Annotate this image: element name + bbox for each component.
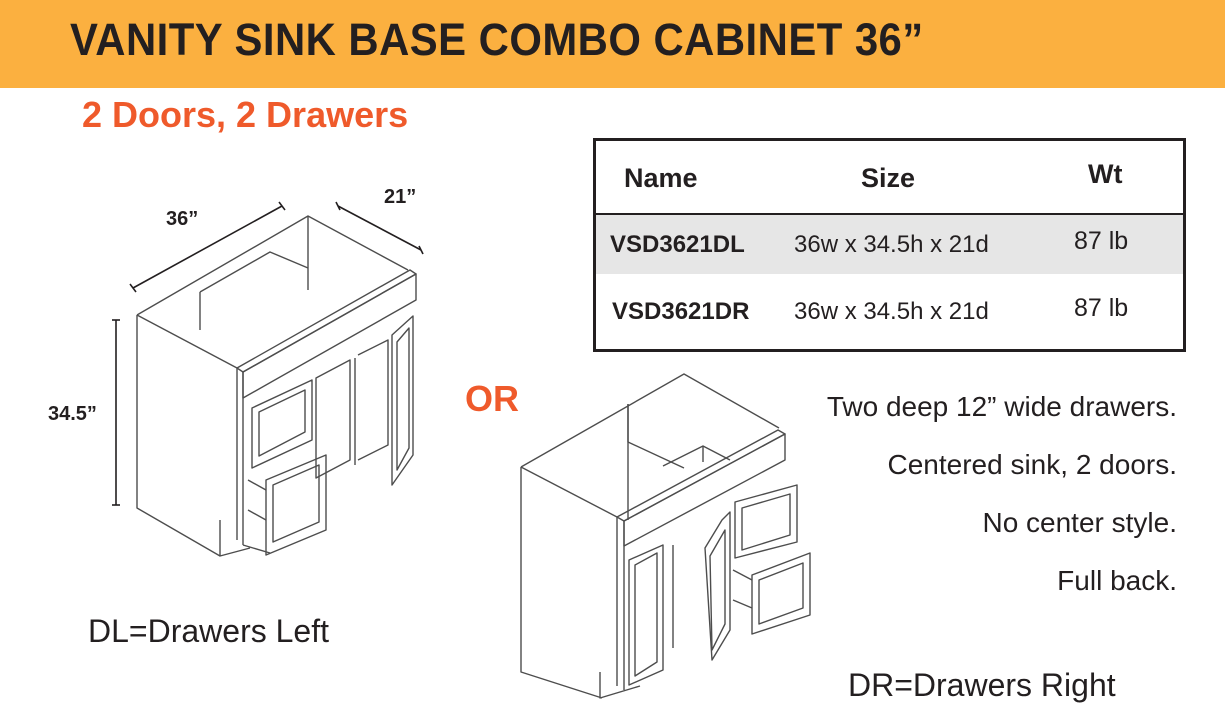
feature-item: Two deep 12” wide drawers. [826, 391, 1177, 422]
features-list: Two deep 12” wide drawers. Centered sink… [827, 378, 1177, 610]
legend-drawers-left: DL=Drawers Left [88, 613, 329, 649]
column-header-name: Name [624, 163, 698, 193]
table-row: VSD3621DL 36w x 34.5h x 21d 87 lb [596, 215, 1183, 274]
cell-name: VSD3621DL [610, 231, 745, 258]
or-label: OR [465, 378, 519, 419]
header-bar: VANITY SINK BASE COMBO CABINET 36” [0, 0, 1225, 88]
cell-wt: 87 lb [1074, 294, 1129, 322]
spec-table: Name Size Wt VSD3621DL 36w x 34.5h x 21d… [593, 138, 1186, 352]
cell-wt: 87 lb [1074, 227, 1129, 255]
feature-item: Centered sink, 2 doors. [887, 449, 1178, 480]
table-row: VSD3621DR 36w x 34.5h x 21d 87 lb [596, 274, 1183, 333]
feature-item: Full back. [1057, 565, 1177, 596]
dimension-height-label: 34.5” [48, 403, 97, 425]
cabinet-diagram-drawers-left [112, 201, 424, 557]
column-header-wt: Wt [1088, 159, 1123, 189]
dimension-depth-label: 21” [384, 186, 417, 208]
cell-size: 36w x 34.5h x 21d [794, 298, 989, 325]
dimension-width-label: 36” [166, 208, 199, 230]
cell-size: 36w x 34.5h x 21d [794, 231, 989, 258]
feature-item: No center style. [982, 507, 1177, 538]
cell-name: VSD3621DR [612, 298, 750, 325]
page-title: VANITY SINK BASE COMBO CABINET 36” [70, 14, 924, 65]
subtitle: 2 Doors, 2 Drawers [82, 94, 409, 135]
column-header-size: Size [861, 163, 916, 193]
legend-drawers-right: DR=Drawers Right [848, 667, 1116, 703]
cabinet-diagram-drawers-right [520, 373, 811, 699]
table-header: Name Size Wt [596, 141, 1183, 215]
